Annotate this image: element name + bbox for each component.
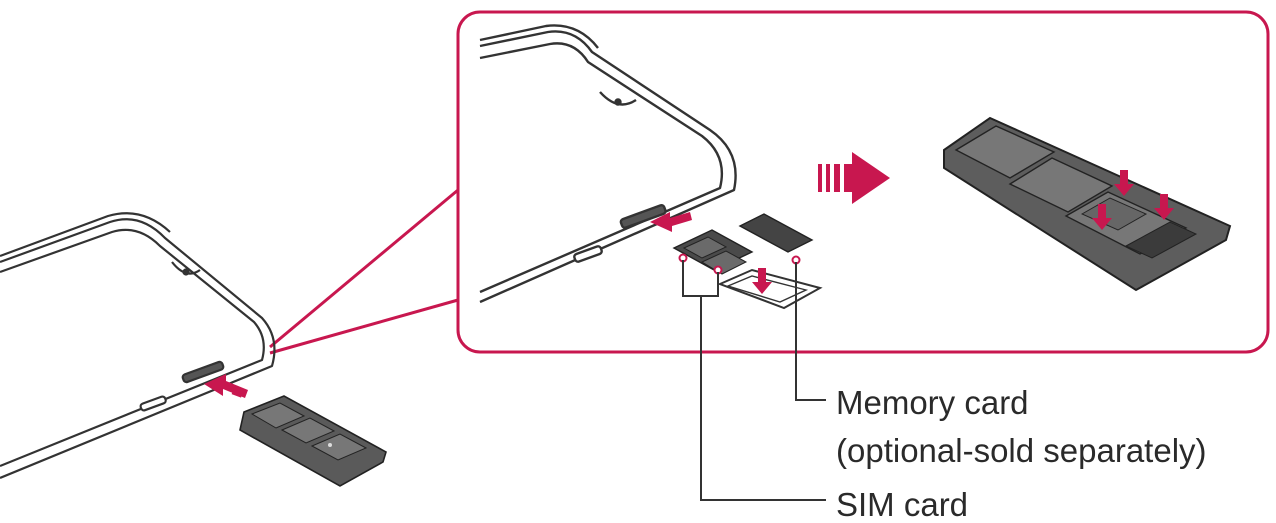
next-step-arrow <box>818 152 890 204</box>
memory-card-slot <box>1124 221 1198 259</box>
zoom-connector-top <box>269 188 459 349</box>
zoom-callout <box>269 10 1270 355</box>
down-arrow-icon <box>1114 170 1134 196</box>
phone-tray-slot <box>181 360 225 384</box>
card-tray-exploded <box>672 213 823 310</box>
down-arrow-icon <box>752 268 772 294</box>
memory-card-note-label: (optional-sold separately) <box>836 432 1207 469</box>
leader-lines <box>682 260 826 501</box>
insert-arrow-small <box>204 374 248 398</box>
memory-card <box>738 213 814 253</box>
down-arrow-icon <box>1092 204 1112 230</box>
leader-memory-card <box>795 262 826 401</box>
zoom-connector-bottom <box>269 298 459 355</box>
card-tray-large <box>943 116 1232 292</box>
memory-card-label: Memory card <box>836 384 1029 421</box>
phone-zoomed <box>479 24 737 304</box>
phone-overview <box>0 212 276 480</box>
leader-sim-card <box>700 296 826 501</box>
sim-card-label: SIM card <box>836 486 969 523</box>
zoom-frame <box>456 10 1270 354</box>
down-arrow-icon <box>1154 194 1174 220</box>
insert-arrow-zoomed <box>650 212 692 232</box>
phone-tray-slot-zoomed <box>619 204 667 229</box>
card-tray-small <box>239 395 387 487</box>
